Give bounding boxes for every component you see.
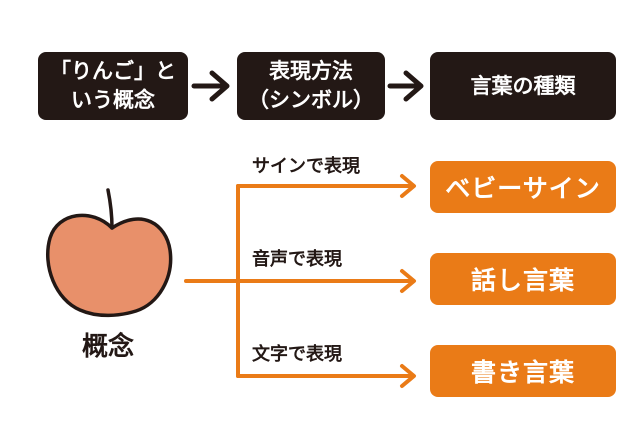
- result-spoken-language: 話し言葉: [430, 253, 616, 305]
- apple-icon: [45, 188, 173, 318]
- result-written-language: 書き言葉: [430, 345, 616, 397]
- arrow-right-icon: [191, 70, 230, 102]
- branch-label-voice: 音声で表現: [252, 249, 342, 270]
- concept-label: 概念: [82, 332, 135, 362]
- branch-label-writing: 文字で表現: [252, 344, 342, 365]
- result-baby-sign: ベビーサイン: [430, 161, 616, 213]
- branch-lines: [184, 174, 416, 388]
- arrow-right-icon: [387, 70, 424, 102]
- branch-label-sign: サインで表現: [252, 156, 360, 177]
- symbol-method-box: 表現方法 （シンボル）: [237, 52, 385, 120]
- language-types-box: 言葉の種類: [430, 52, 616, 120]
- concept-box: 「りんご」と いう概念: [38, 52, 188, 120]
